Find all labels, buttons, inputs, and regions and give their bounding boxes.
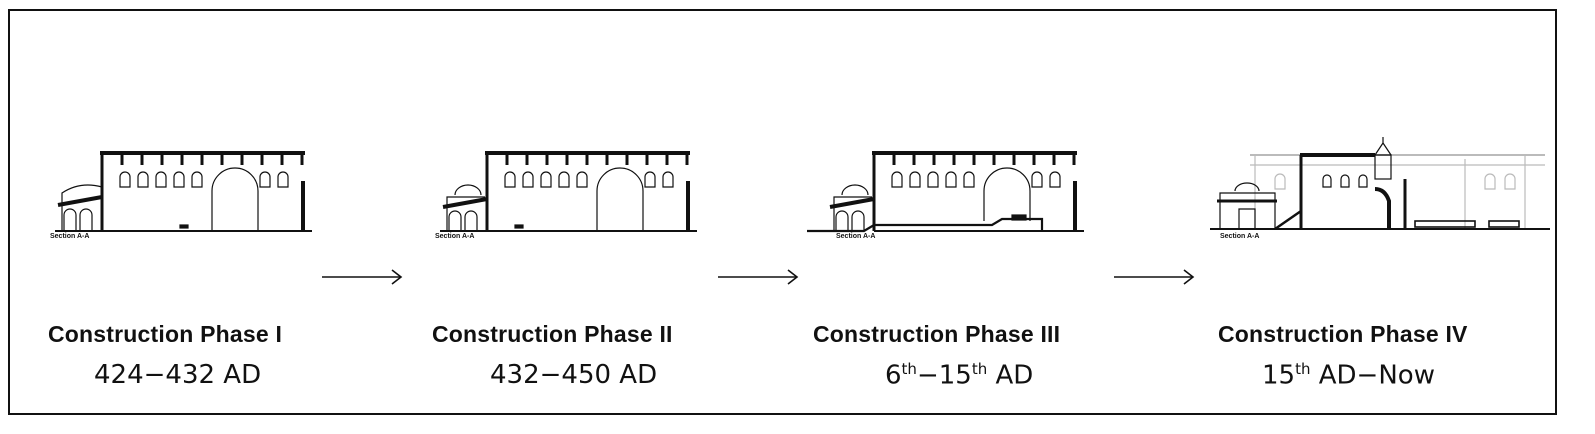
section-label: Section A-A [50, 233, 90, 240]
diagram-frame: Construction Phase I 424−432 AD [8, 9, 1557, 415]
phase-title: Construction Phase IV [1218, 321, 1468, 347]
dates-from-sup: th [1295, 360, 1311, 378]
phase-title: Construction Phase II [432, 321, 673, 347]
right-arrow-icon [1114, 267, 1196, 292]
phase-dates: 6th−15th AD [885, 360, 1033, 391]
dates-from: 6 [885, 360, 902, 391]
phase-title: Construction Phase III [813, 321, 1061, 347]
phase-dates: 15th AD−Now [1262, 360, 1435, 391]
dates-from-sup: th [901, 360, 917, 378]
section-drawing-phase-4 [1210, 137, 1550, 231]
dates-separator: − [916, 360, 939, 391]
right-arrow-icon [322, 267, 404, 292]
dates-to-sup: th [971, 360, 988, 378]
dates-from: 15 [1262, 360, 1296, 391]
section-drawing-phase-3 [807, 151, 1084, 233]
section-drawing-phase-2 [440, 151, 697, 232]
dates-suffix: AD−Now [1310, 360, 1435, 391]
dates-to: 15 [938, 360, 972, 391]
section-label: Section A-A [435, 233, 475, 240]
right-arrow-icon [718, 267, 800, 292]
phase-dates: 424−432 AD [94, 360, 262, 390]
section-drawing-phase-1 [55, 151, 312, 232]
section-label: Section A-A [1220, 233, 1260, 240]
section-label: Section A-A [836, 233, 876, 240]
dates-suffix: AD [987, 360, 1034, 391]
phase-title: Construction Phase I [48, 321, 283, 347]
phase-dates: 432−450 AD [490, 360, 658, 390]
